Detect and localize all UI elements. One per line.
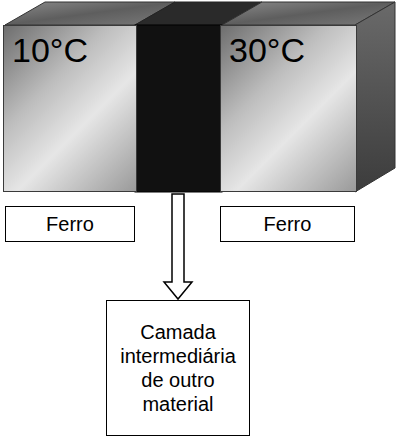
right-side-face [355, 2, 395, 192]
hollow-arrow [164, 194, 192, 299]
temperature-label: 30°C [221, 26, 356, 69]
temperature-label: 10°C [4, 26, 136, 69]
iron-block: 30°C [220, 25, 357, 192]
iron-block: 10°C [3, 25, 137, 192]
label-text: Ferro [256, 208, 320, 240]
material-label: Ferro [5, 206, 135, 242]
label-text: Ferro [38, 208, 102, 240]
label-text: Camada intermediária de outro material [107, 316, 249, 420]
intermediate-layer [135, 25, 222, 192]
layer-label: Camada intermediária de outro material [106, 300, 250, 436]
material-label: Ferro [220, 206, 355, 242]
